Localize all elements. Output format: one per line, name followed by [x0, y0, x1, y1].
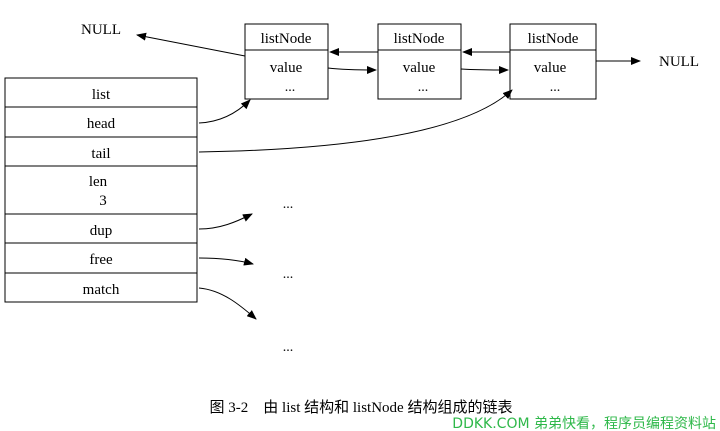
field-len: len: [89, 174, 108, 190]
list-node-3-title: listNode: [528, 31, 579, 47]
list-node-3-more: ...: [550, 80, 561, 95]
list-node-2-more: ...: [418, 80, 429, 95]
free-arrow: [198, 257, 254, 266]
list-node-2-title: listNode: [394, 31, 445, 47]
list-node-1-title: listNode: [261, 31, 312, 47]
match-target: ...: [283, 340, 294, 355]
dup-arrow: [198, 213, 253, 230]
field-tail: tail: [91, 146, 110, 162]
list-node-1-box: [244, 23, 329, 100]
null-right: NULL: [659, 54, 699, 70]
field-head: head: [87, 116, 116, 132]
list-node-2-value: value: [403, 60, 436, 76]
list-title: list: [92, 87, 111, 103]
list-node-2-box: [377, 23, 462, 100]
field-free: free: [89, 252, 113, 268]
field-match: match: [83, 282, 120, 298]
field-dup: dup: [90, 223, 113, 239]
list-node-3-value: value: [534, 60, 567, 76]
list-node-1-value: value: [270, 60, 303, 76]
null-left: NULL: [81, 22, 121, 38]
match-arrow: [198, 287, 257, 320]
list-struct-box: [4, 77, 198, 303]
watermark: DDKK.COM 弟弟快看，程序员编程资料站: [452, 416, 716, 431]
list-struct: [4, 77, 198, 303]
next-arrow-1-2: [327, 65, 377, 74]
tail-arrow: [198, 89, 513, 153]
figure-caption: 图 3-2 由 list 结构和 listNode 结构组成的链表: [210, 399, 513, 416]
list-node-1-more: ...: [285, 80, 296, 95]
dup-target: ...: [283, 197, 294, 212]
field-len-value: 3: [99, 193, 107, 209]
next-arrow-2-3: [460, 65, 509, 74]
head-arrow: [198, 99, 251, 124]
prev-null-arrow: [136, 32, 246, 57]
free-target: ...: [283, 267, 294, 282]
